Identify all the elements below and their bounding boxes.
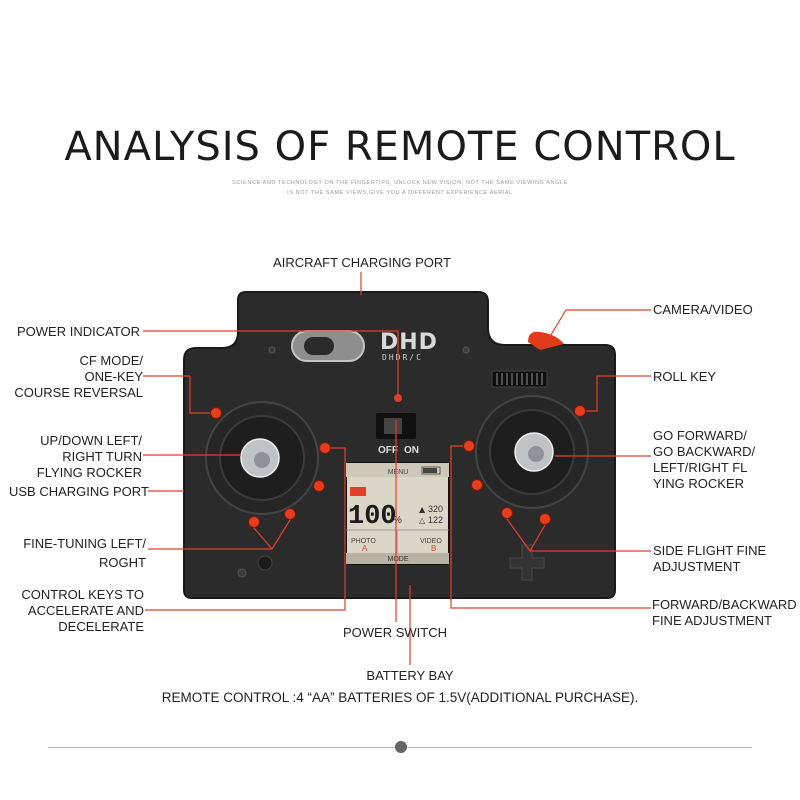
roll-button xyxy=(574,405,586,417)
speed-button-right xyxy=(463,440,475,452)
speed-button-left xyxy=(319,442,331,454)
label-fine-tuning: FINE-TUNING LEFT/ROGHT xyxy=(23,536,146,570)
remote-body xyxy=(183,291,616,599)
screen-value-1: 320 xyxy=(428,504,443,514)
trim-right-button-2 xyxy=(539,513,551,525)
power-indicator-led xyxy=(394,394,402,402)
svg-text:△: △ xyxy=(419,516,426,525)
screen-photo-key: A xyxy=(362,544,368,553)
label-power-indicator: POWER INDICATOR xyxy=(17,324,141,339)
usb-side-button xyxy=(313,480,325,492)
switch-off-label: OFF xyxy=(378,445,398,456)
label-camera-video: CAMERA/VIDEO xyxy=(653,302,753,317)
screen-pct-sign: % xyxy=(393,515,402,526)
label-power-switch: POWER SWITCH xyxy=(343,625,447,640)
tagline-line-2: IS NOT THE SAME VIEWS,GIVE YOU A DIFFERE… xyxy=(287,190,513,196)
bottom-divider-dot xyxy=(395,741,407,753)
trim-right-button-0 xyxy=(471,479,483,491)
screen-menu-label: MENU xyxy=(388,469,409,476)
cf-mode-button xyxy=(210,407,222,419)
tagline-line-1: SCIENCE AND TECHNOLOGY ON THE FINGERTIPS… xyxy=(232,180,568,186)
brand-logo: DHD xyxy=(380,330,438,355)
switch-on-label: ON xyxy=(404,445,419,456)
camera-video-button xyxy=(528,331,564,350)
roll-key-wheel xyxy=(491,370,548,388)
trim-left-button-2 xyxy=(284,508,296,520)
label-roll-key: ROLL KEY xyxy=(653,369,717,384)
screen-mode-label: MODE xyxy=(388,556,409,563)
screen-battery-value: 100 xyxy=(348,502,397,532)
label-aircraft-charging-port: AIRCRAFT CHARGING PORT xyxy=(273,255,451,270)
screen-value-2: 122 xyxy=(428,515,443,525)
trim-right-button-1 xyxy=(501,507,513,519)
page-title: ANALYSIS OF REMOTE CONTROL xyxy=(64,124,736,170)
screen-video-key: B xyxy=(431,544,436,553)
trim-left-button-1 xyxy=(248,516,260,528)
label-usb-charging-port: USB CHARGING PORT xyxy=(9,484,149,499)
brand-logo-sub: DHDR/C xyxy=(382,353,423,362)
screen-photo-label: PHOTO xyxy=(351,538,376,545)
svg-text:▲: ▲ xyxy=(419,505,426,514)
battery-footnote: REMOTE CONTROL :4 “AA” BATTERIES OF 1.5V… xyxy=(161,690,639,705)
label-battery-bay: BATTERY BAY xyxy=(366,668,454,683)
screen-video-label: VIDEO xyxy=(420,538,442,545)
